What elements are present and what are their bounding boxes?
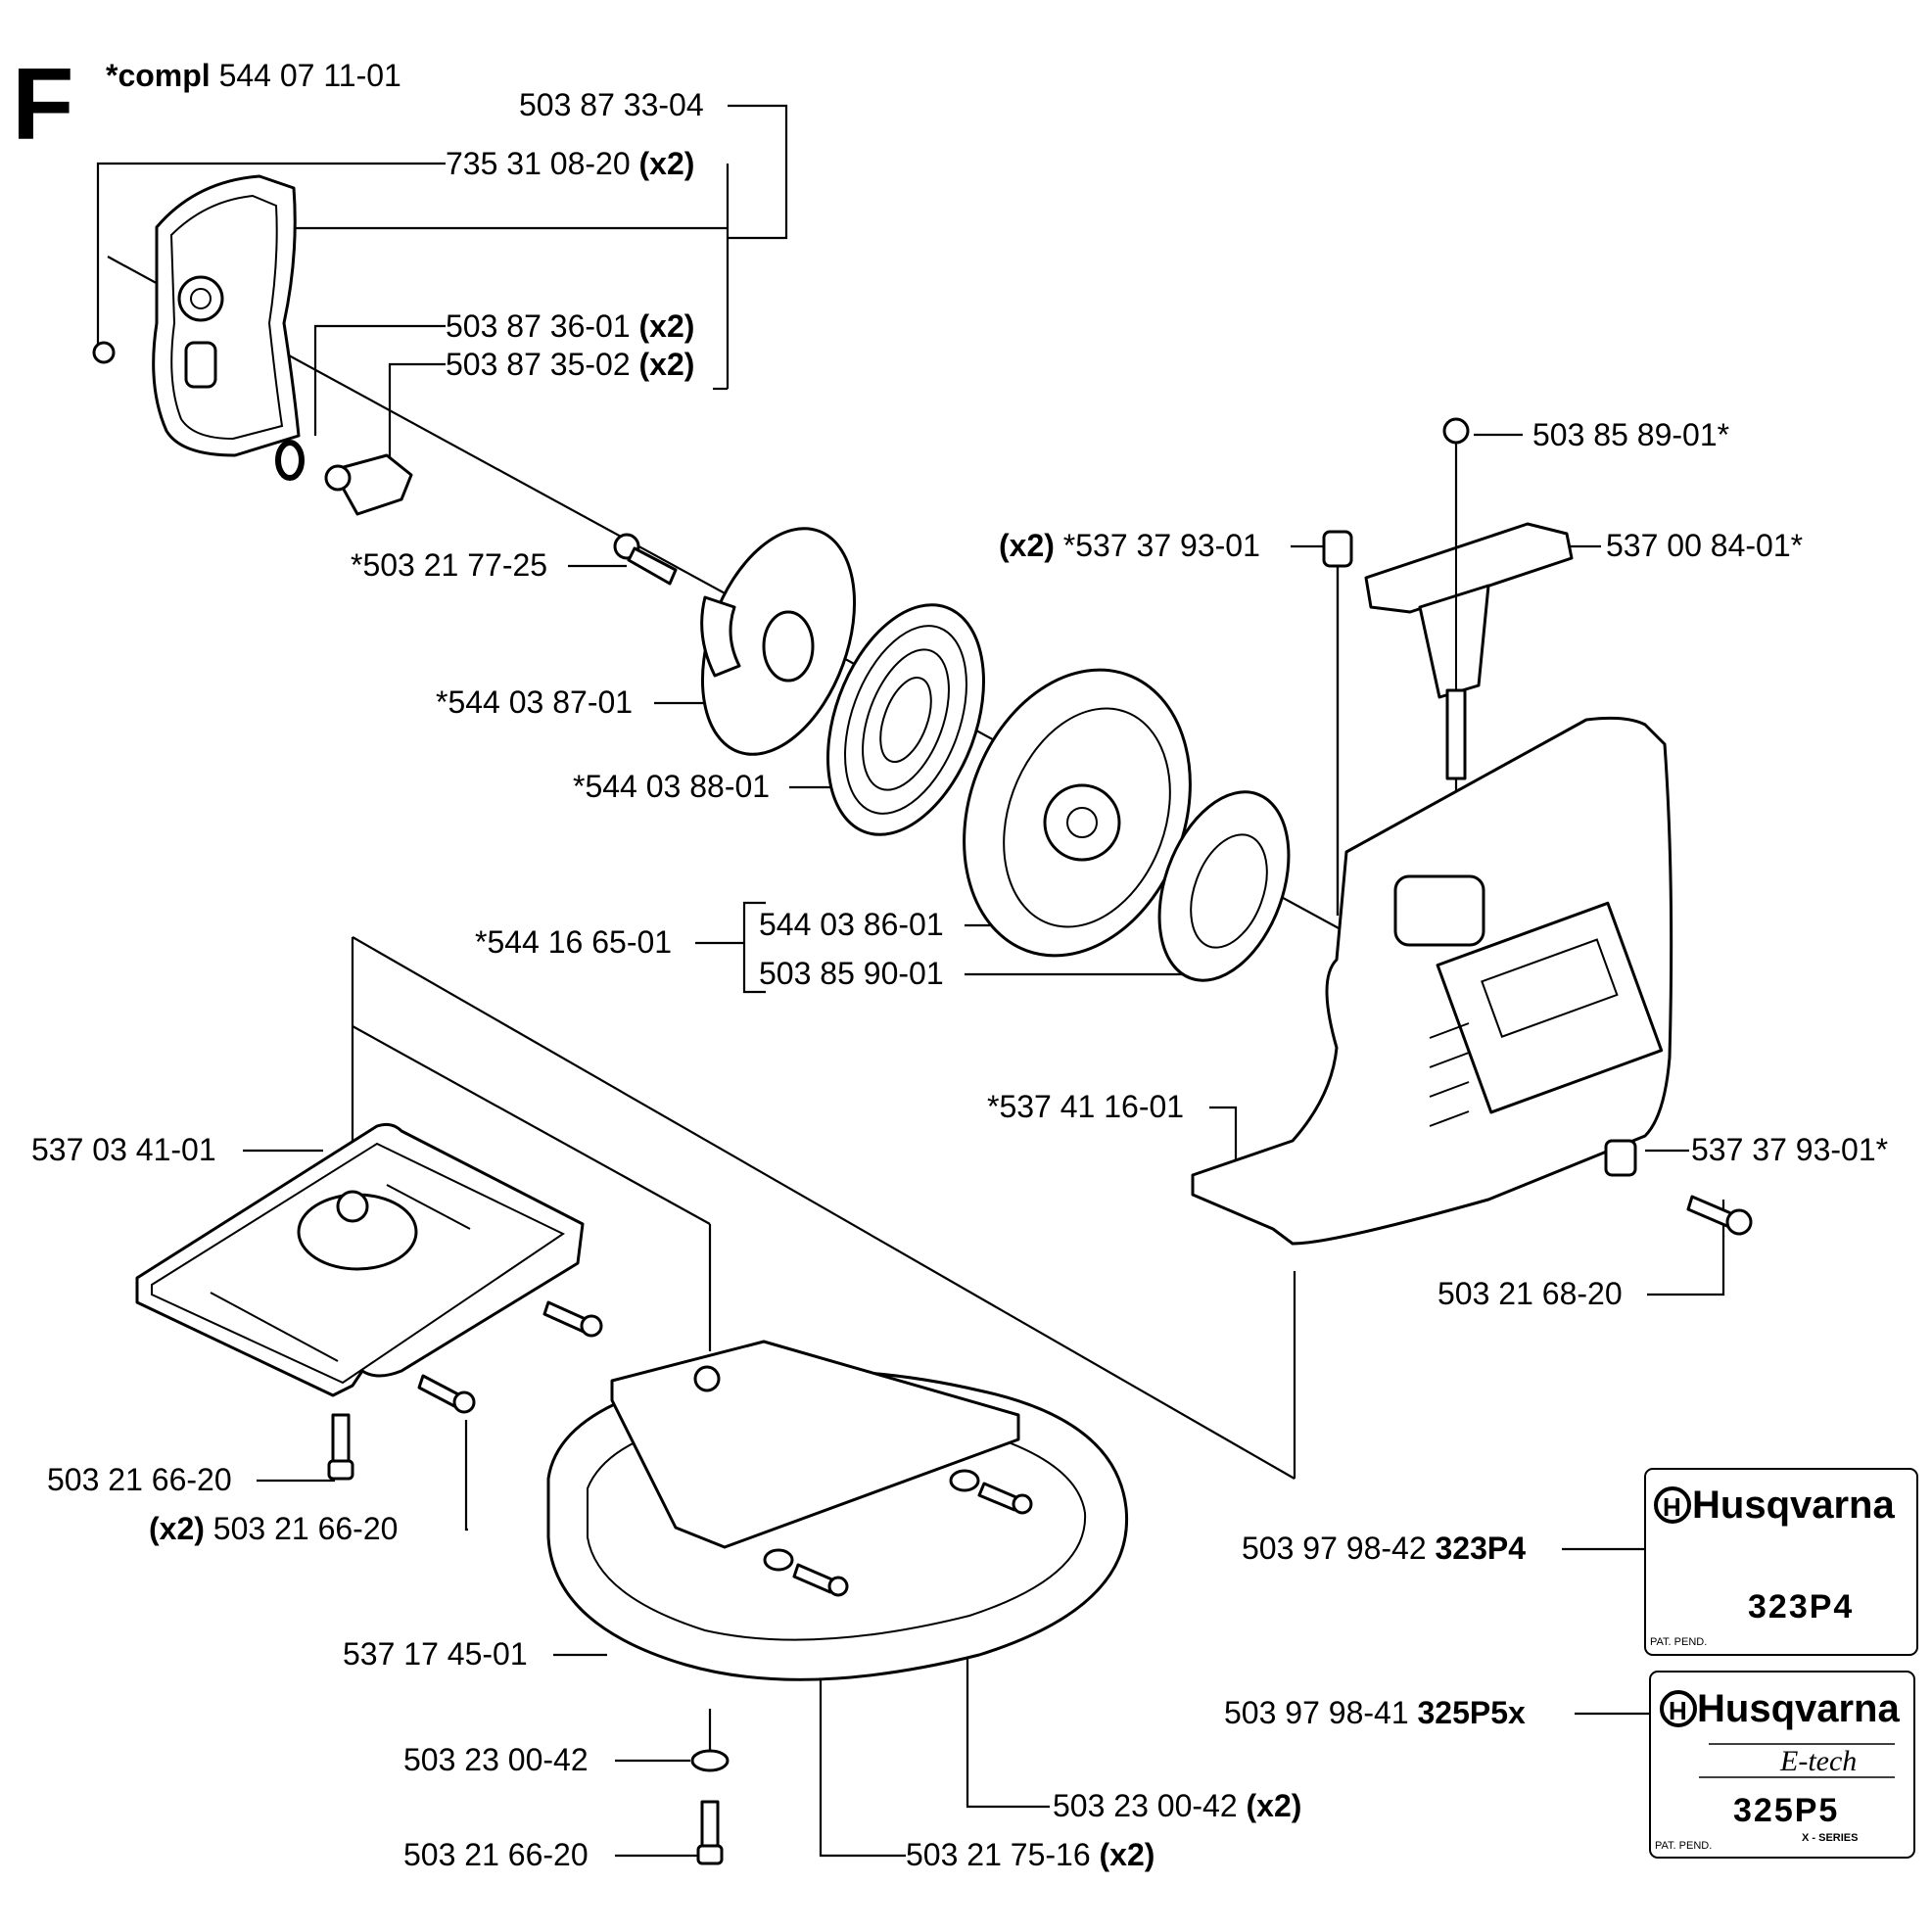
- label-503-21-66-20-a[interactable]: 503 21 66-20: [47, 1462, 232, 1497]
- label-735-31-08-20[interactable]: 735 31 08-20 (x2): [446, 146, 694, 181]
- label-544-03-88-01[interactable]: *544 03 88-01: [573, 769, 770, 804]
- screw-base-3: [696, 1800, 724, 1865]
- label-537-37-93-01-x2[interactable]: (x2) *537 37 93-01: [999, 528, 1260, 563]
- screw-base-1: [977, 1482, 1033, 1515]
- rubber-plug-part: [1322, 530, 1353, 568]
- washer-3: [690, 1749, 730, 1772]
- label-503-21-75-16[interactable]: 503 21 75-16 (x2): [906, 1837, 1154, 1872]
- pawl-part: [324, 453, 413, 516]
- label-503-21-68-20[interactable]: 503 21 68-20: [1437, 1276, 1623, 1311]
- label-503-87-36-01[interactable]: 503 87 36-01 (x2): [446, 308, 694, 344]
- decal-323p4-brand: Husqvarna: [1692, 1484, 1895, 1527]
- decal-325p5x[interactable]: H Husqvarna E-tech 325P5 X - SERIES PAT.…: [1649, 1671, 1915, 1859]
- screw-bracket-3: [327, 1413, 354, 1481]
- label-503-21-66-20-x2[interactable]: (x2) 503 21 66-20: [149, 1511, 398, 1546]
- decal-325p5x-note: PAT. PEND.: [1655, 1840, 1712, 1852]
- label-537-17-45-01[interactable]: 537 17 45-01: [343, 1636, 528, 1672]
- label-503-97-98-42[interactable]: 503 97 98-42 323P4: [1242, 1531, 1526, 1566]
- label-544-16-65-01[interactable]: *544 16 65-01: [475, 924, 672, 960]
- label-537-37-93-01[interactable]: 537 37 93-01*: [1691, 1132, 1888, 1167]
- compl-prefix: *compl: [106, 58, 211, 93]
- svg-text:H: H: [1663, 1492, 1681, 1522]
- starter-cover-part: [152, 174, 301, 457]
- screw-bracket-2: [417, 1374, 476, 1414]
- label-503-21-66-20-b[interactable]: 503 21 66-20: [403, 1837, 589, 1872]
- label-503-87-35-02[interactable]: 503 87 35-02 (x2): [446, 347, 694, 382]
- decal-325p5x-sub: E-tech: [1779, 1745, 1857, 1777]
- label-544-03-86-01[interactable]: 544 03 86-01: [759, 907, 944, 942]
- label-503-97-98-41[interactable]: 503 97 98-41 325P5x: [1224, 1695, 1526, 1730]
- washer-1: [949, 1469, 980, 1492]
- compl-label: *compl 544 07 11-01: [106, 58, 401, 93]
- spring-ring-part: [275, 440, 305, 481]
- compl-number: 544 07 11-01: [219, 58, 401, 93]
- bushing-part: [1604, 1139, 1637, 1177]
- label-503-23-00-42[interactable]: 503 23 00-42: [403, 1742, 589, 1777]
- decal-323p4-note: PAT. PEND.: [1650, 1636, 1707, 1648]
- screw-bracket-1: [542, 1300, 603, 1338]
- label-537-03-41-01[interactable]: 537 03 41-01: [31, 1132, 216, 1167]
- label-537-41-16-01[interactable]: *537 41 16-01: [987, 1089, 1184, 1124]
- label-503-87-33-04[interactable]: 503 87 33-04: [519, 87, 704, 122]
- part-labels: 503 87 33-04 735 31 08-20 (x2) 503 87 36…: [31, 87, 1888, 1872]
- decal-323p4-model: 323P4: [1748, 1588, 1854, 1626]
- inner-spring-part: [1157, 790, 1291, 982]
- husqvarna-logo-icon: H: [1654, 1486, 1691, 1524]
- label-503-21-77-25[interactable]: *503 21 77-25: [351, 547, 547, 583]
- harness-base-part: [546, 1340, 1129, 1681]
- screw-base-2: [792, 1563, 849, 1597]
- label-544-03-87-01[interactable]: *544 03 87-01: [436, 684, 633, 720]
- decal-323p4[interactable]: H Husqvarna 323P4 PAT. PEND.: [1644, 1468, 1918, 1656]
- label-503-23-00-42-x2[interactable]: 503 23 00-42 (x2): [1053, 1788, 1301, 1823]
- label-503-85-89-01[interactable]: 503 85 89-01*: [1532, 417, 1729, 452]
- decal-325p5x-series: X - SERIES: [1802, 1832, 1858, 1844]
- husqvarna-logo-icon: H: [1660, 1690, 1697, 1727]
- section-letter: F: [12, 48, 74, 162]
- decal-325p5x-model: 325P5: [1733, 1792, 1839, 1829]
- decal-325p5x-brand: Husqvarna: [1697, 1687, 1900, 1730]
- rope-handle-part: [1364, 417, 1574, 780]
- label-537-00-84-01[interactable]: 537 00 84-01*: [1606, 528, 1803, 563]
- recoil-spring-part: [826, 603, 985, 836]
- svg-text:H: H: [1669, 1696, 1687, 1725]
- washer-2: [763, 1548, 794, 1572]
- label-503-85-90-01[interactable]: 503 85 90-01: [759, 956, 944, 991]
- pulley-disc-part: [700, 527, 857, 756]
- screw-503-21-68-20: [1686, 1195, 1753, 1236]
- clip-part: [92, 341, 116, 364]
- bracket-plate-part: [135, 1122, 585, 1397]
- screw-503-21-77-25: [613, 533, 678, 586]
- starter-housing-part: [1191, 716, 1673, 1246]
